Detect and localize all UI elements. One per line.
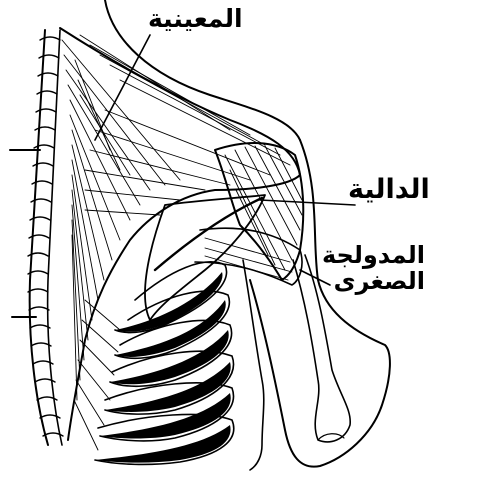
vertebrae xyxy=(28,37,63,436)
label-trapezius: المعينية xyxy=(148,6,243,31)
label-teres-minor-line2: الصغرى xyxy=(322,269,425,293)
label-teres-minor-line1: المدولجة xyxy=(322,241,425,269)
label-deltoid: الدالية xyxy=(348,176,430,203)
label-teres-minor: المدولجة الصغرى xyxy=(322,243,425,293)
